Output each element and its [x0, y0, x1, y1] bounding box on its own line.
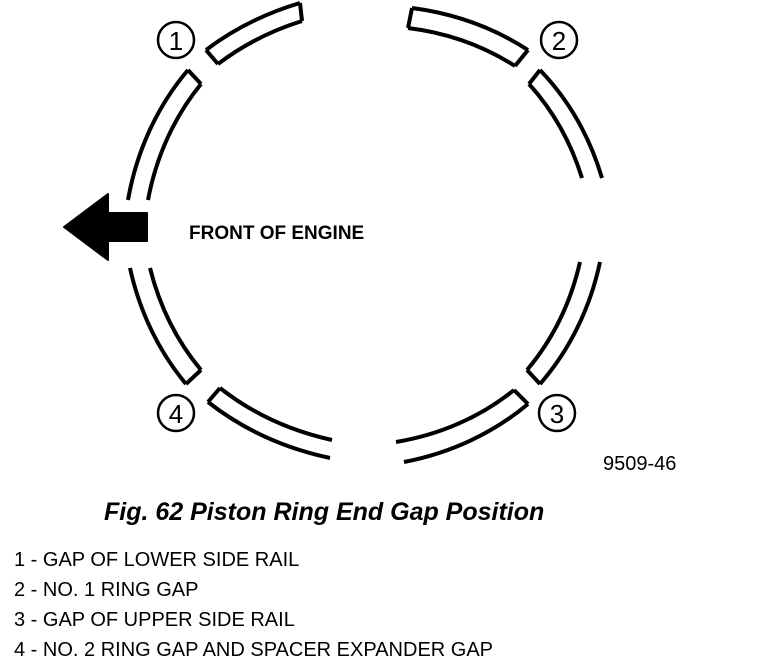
callout-4: 4 [156, 393, 196, 433]
ring-segment-bottom-right [403, 402, 530, 464]
ring-segment-top-right-inner [407, 26, 517, 68]
front-of-engine-label: FRONT OF ENGINE [189, 223, 364, 244]
ring-segment-left-upper-inner [146, 82, 203, 201]
ring-segment-left-lower [128, 267, 188, 386]
ring-segment-bottom-right-inner [395, 388, 516, 444]
figure-caption: Fig. 62 Piston Ring End Gap Position [104, 498, 545, 526]
ring-segment-bottom-left-inner [218, 386, 333, 442]
ring-segment-bottom-left [206, 400, 331, 460]
callout-3-number: 3 [550, 399, 564, 429]
ring-segment-top-left [204, 1, 301, 52]
ring-segment-left-lower-inner [148, 267, 203, 372]
callout-3: 3 [537, 393, 577, 433]
ring-segment-top-left-inner [216, 19, 303, 66]
callout-2: 2 [539, 20, 579, 60]
front-arrow-icon [63, 193, 148, 261]
legend-list: 1 - GAP OF LOWER SIDE RAIL 2 - NO. 1 RIN… [14, 545, 493, 665]
ring-segment-right-upper [538, 68, 604, 179]
ring-segment-left-upper [126, 68, 190, 201]
callout-1: 1 [156, 20, 196, 60]
callout-2-number: 2 [552, 26, 566, 56]
ring-segment-top-right [411, 6, 530, 52]
piston-ring-diagram: FRONT OF ENGINE 1 2 3 4 9509-46 [63, 1, 676, 475]
figure-code: 9509-46 [603, 453, 676, 475]
legend-item-2: 2 - NO. 1 RING GAP [14, 579, 199, 601]
ring-segment-right-lower [538, 261, 602, 386]
ring-segment-right-upper-inner [527, 82, 584, 179]
callout-4-number: 4 [169, 399, 183, 429]
callout-1-number: 1 [169, 26, 183, 56]
ring-segment-right-lower-inner [525, 261, 582, 372]
legend-item-4: 4 - NO. 2 RING GAP AND SPACER EXPANDER G… [14, 639, 494, 661]
legend-item-1: 1 - GAP OF LOWER SIDE RAIL [14, 549, 300, 571]
legend-item-3: 3 - GAP OF UPPER SIDE RAIL [14, 609, 295, 631]
